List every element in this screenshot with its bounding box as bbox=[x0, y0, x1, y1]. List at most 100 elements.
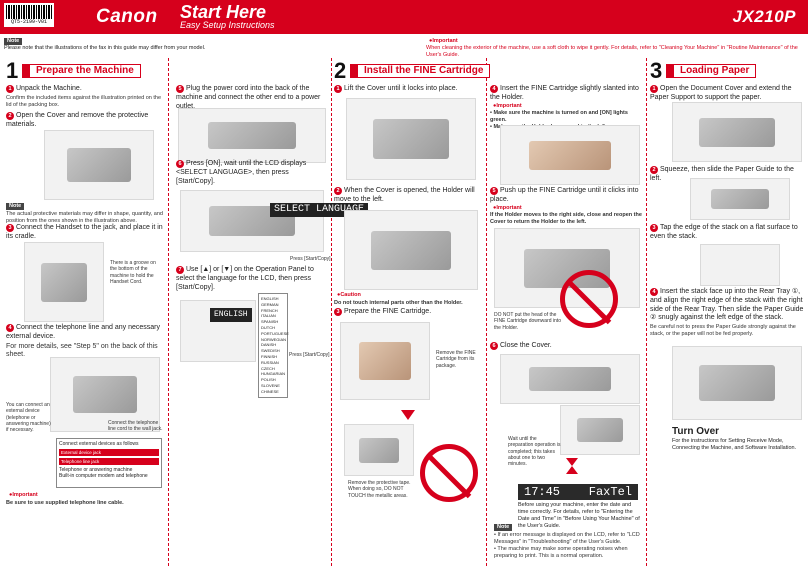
box-row: External device jack bbox=[59, 449, 159, 456]
language-item: POLISH bbox=[261, 377, 276, 383]
box-item: Telephone or answering machine bbox=[59, 467, 133, 473]
page-subtitle: Easy Setup Instructions bbox=[180, 20, 275, 30]
important-text: Be sure to use supplied telephone line c… bbox=[6, 499, 124, 506]
section-2-header: 2 Install the FINE Cartridge bbox=[334, 58, 491, 83]
language-item: CHINESE bbox=[261, 388, 279, 394]
machine-illustration bbox=[560, 405, 640, 455]
section-title: Install the FINE Cartridge bbox=[350, 64, 491, 78]
wrong-direction-callout: DO NOT put the head of the FINE Cartridg… bbox=[494, 312, 561, 331]
language-item: ENGLISH bbox=[261, 296, 279, 301]
tape-callout: Remove the protective tape. When doing s… bbox=[348, 480, 411, 499]
language-item: PORTUGUESE bbox=[261, 330, 289, 336]
lcd-english: ENGLISH bbox=[210, 308, 252, 322]
barcode: QT5-2199-V01 bbox=[4, 3, 54, 27]
lcd-standby: 17:45 FaxTel bbox=[518, 484, 638, 500]
step-title: Unpack the Machine. bbox=[16, 85, 82, 92]
protective-tape-illustration bbox=[344, 424, 414, 476]
telephone-line-illustration bbox=[50, 357, 160, 432]
lcd-select-language: SELECT LANGUAGE bbox=[270, 203, 369, 217]
language-item: NORWEGIAN bbox=[261, 336, 287, 342]
language-item: HUNGARIAN bbox=[261, 371, 286, 377]
language-item: DUTCH bbox=[261, 324, 275, 330]
step-title: Close the Cover. bbox=[500, 342, 552, 349]
language-item: GERMAN bbox=[261, 301, 279, 307]
section-1-header: 1 Prepare the Machine bbox=[6, 58, 141, 83]
section-3-header: 3 Loading Paper bbox=[650, 60, 757, 82]
s1-important: Important Be sure to use supplied teleph… bbox=[6, 492, 164, 507]
caution-text: Do not touch internal parts other than t… bbox=[334, 299, 463, 306]
section-number: 1 bbox=[6, 58, 19, 83]
language-item: SLOVENE bbox=[261, 382, 280, 388]
step-title: Connect the telephone line and any neces… bbox=[6, 324, 160, 340]
column-divider bbox=[331, 58, 332, 566]
prohibit-icon bbox=[560, 270, 618, 328]
note-tag: Note bbox=[494, 524, 513, 531]
lift-cover-illustration bbox=[346, 98, 476, 180]
step-title: Open the Cover and remove the protective… bbox=[6, 112, 149, 128]
turn-over-title: Turn Over bbox=[672, 426, 720, 437]
language-item: CZECH bbox=[261, 365, 275, 371]
step-title: Open the Document Cover and extend the P… bbox=[650, 85, 792, 101]
column-divider bbox=[486, 58, 487, 566]
top-note: Note Please note that the illustrations … bbox=[4, 38, 404, 54]
language-item: FRENCH bbox=[261, 307, 278, 313]
important-tag: Important bbox=[490, 205, 642, 212]
insert-cartridge-illustration bbox=[500, 125, 640, 185]
important-text: If the Holder moves to the right side, c… bbox=[490, 212, 642, 226]
operation-panel-illustration bbox=[180, 190, 324, 252]
step-sub: Confirm the included items against the i… bbox=[6, 94, 162, 108]
caution-tag: Caution bbox=[334, 292, 364, 299]
groove-callout: There is a groove on the bottom of the m… bbox=[110, 260, 156, 285]
s2-note: Note • If an error message is displayed … bbox=[494, 524, 642, 559]
step-title: Tap the edge of the stack on a flat surf… bbox=[650, 224, 798, 240]
important-tag: Important bbox=[426, 38, 461, 45]
down-arrow bbox=[401, 410, 415, 420]
step-title: Use [▲] or [▼] on the Operation Panel to… bbox=[176, 266, 314, 291]
brand-logo: Canon bbox=[96, 6, 158, 27]
s2-caution: Caution Do not touch internal parts othe… bbox=[334, 292, 482, 307]
box-item: Built-in computer modem and telephone bbox=[59, 473, 148, 479]
tap-stack-illustration bbox=[700, 244, 780, 286]
note-text: • If an error message is displayed on th… bbox=[494, 531, 640, 559]
step-title: Prepare the FINE Cartridge. bbox=[344, 308, 432, 315]
step-title: Insert the stack face up into the Rear T… bbox=[650, 288, 804, 322]
s1-note: Note The actual protective materials may… bbox=[6, 203, 164, 225]
lcd-time: 17:45 bbox=[524, 485, 561, 499]
barcode-text: QT5-2199-V01 bbox=[10, 19, 47, 25]
step-title: Insert the FINE Cartridge slightly slant… bbox=[490, 85, 639, 101]
power-cord-illustration bbox=[178, 108, 326, 163]
language-item: ITALIAN bbox=[261, 313, 276, 319]
box-row: Telephone line jack bbox=[59, 458, 159, 465]
external-device-box: Connect external devices as follows Exte… bbox=[56, 438, 162, 488]
language-item: FINNISH bbox=[261, 353, 277, 359]
note-text: Please note that the illustrations of th… bbox=[4, 45, 206, 52]
section-number: 2 bbox=[334, 58, 347, 83]
turn-over-text: For the instructions for Setting Receive… bbox=[672, 438, 797, 452]
important-tag: Important bbox=[490, 103, 642, 110]
important-text: When cleaning the exterior of the machin… bbox=[426, 45, 798, 59]
step-title: When the Cover is opened, the Holder wil… bbox=[334, 187, 475, 203]
step-title: Push up the FINE Cartridge until it clic… bbox=[490, 187, 639, 203]
important-tag: Important bbox=[6, 492, 41, 499]
protective-materials-illustration bbox=[44, 130, 154, 200]
paper-support-illustration bbox=[672, 102, 802, 162]
wait-callout: Wait until the preparation operation is … bbox=[508, 436, 561, 467]
language-item: SWEDISH bbox=[261, 348, 280, 354]
external-device-callout: You can connect an external device (tele… bbox=[6, 402, 51, 433]
close-cover-illustration bbox=[500, 354, 640, 404]
step-title: Press [ON], wait until the LCD displays … bbox=[176, 160, 307, 185]
cartridge-package-illustration bbox=[340, 322, 430, 400]
paper-guide-illustration bbox=[690, 178, 790, 220]
step-title: Connect the Handset to the jack, and pla… bbox=[6, 224, 163, 240]
